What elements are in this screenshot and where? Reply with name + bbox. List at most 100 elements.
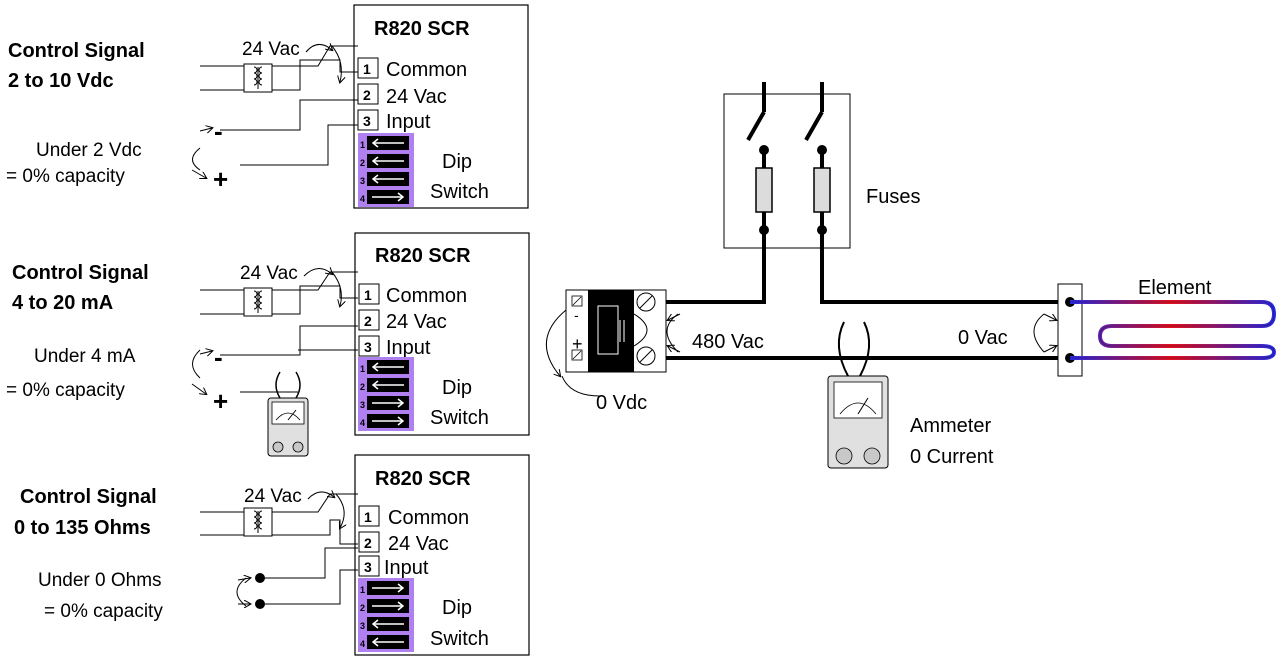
terminal-3-label: Input	[384, 557, 429, 579]
power-circuit: Fuses + - 0 Vdc	[546, 82, 1277, 469]
arrow-left-icon	[371, 380, 404, 390]
arrow-left-icon	[371, 362, 404, 372]
panel-2-10vdc: Control Signal 2 to 10 Vdc 24 Vac R820 S…	[6, 4, 529, 209]
terminal-2-label: 24 Vac	[386, 86, 447, 108]
svg-text:2: 2	[364, 535, 372, 551]
supply-label: 24 Vac	[244, 486, 302, 507]
under-label-line2: = 0% capacity	[44, 601, 163, 622]
dip-number: 3	[360, 176, 365, 186]
terminal-3-label: Input	[386, 337, 431, 359]
svg-text:3: 3	[363, 113, 371, 129]
terminal-1	[357, 57, 379, 79]
ammeter-label: Ammeter	[910, 415, 991, 437]
under-label-line1: Under 0 Ohms	[38, 570, 162, 591]
arrow-right-icon	[372, 416, 405, 426]
scr-module: + -	[565, 289, 667, 373]
supply-label: 24 Vac	[242, 39, 300, 60]
arrow-left-icon	[371, 637, 404, 647]
dip-label: Dip	[442, 151, 472, 173]
dip-label: Dip	[442, 597, 472, 619]
svg-text:2: 2	[364, 313, 372, 329]
fuse-icon	[755, 167, 773, 213]
signal-title-line2: 4 to 20 mA	[12, 292, 113, 314]
transformer	[243, 287, 273, 317]
arrow-right-icon	[372, 601, 405, 611]
dip-number: 3	[360, 621, 365, 631]
plus-sign: +	[213, 164, 228, 194]
signal-title-line2: 0 to 135 Ohms	[14, 517, 151, 539]
dip-label: Switch	[430, 628, 489, 650]
minus-sign: -	[214, 342, 223, 372]
terminal-3-label: Input	[386, 111, 431, 133]
dip-number: 1	[360, 585, 365, 595]
fuses-label: Fuses	[866, 186, 920, 208]
transformer	[243, 63, 273, 93]
dip-number: 4	[360, 418, 365, 428]
dip-number: 2	[360, 158, 365, 168]
arrow-left-icon	[371, 619, 404, 629]
dip-switch: 1 2 3 4	[358, 578, 414, 652]
terminal-2	[357, 83, 379, 105]
signal-title-line2: 2 to 10 Vdc	[8, 70, 114, 92]
fuse-box	[723, 93, 851, 249]
switch-leads	[746, 82, 824, 230]
arrow-right-icon	[372, 192, 405, 202]
svg-text:1: 1	[364, 287, 372, 303]
terminal-3	[358, 335, 380, 357]
terminal-dot	[255, 573, 265, 583]
terminal-3	[357, 109, 379, 131]
svg-text:3: 3	[364, 339, 372, 355]
volt-480-label: 480 Vac	[692, 331, 764, 353]
arrow-left-icon	[371, 156, 404, 166]
dip-number: 3	[360, 400, 365, 410]
under-label-line2: = 0% capacity	[6, 166, 125, 187]
under-label-line1: Under 2 Vdc	[36, 140, 142, 161]
arrow-left-icon	[371, 138, 404, 148]
dip-number: 2	[360, 603, 365, 613]
terminal-2-label: 24 Vac	[388, 533, 449, 555]
volt-0ac-label: 0 Vac	[958, 327, 1008, 349]
terminal-1-label: Common	[388, 507, 469, 529]
signal-wires	[200, 45, 358, 166]
svg-text:+: +	[572, 334, 583, 354]
terminal-1	[358, 283, 380, 305]
dip-label: Dip	[442, 377, 472, 399]
svg-text:2: 2	[363, 87, 371, 103]
scr-title: R820 SCR	[374, 18, 470, 40]
arrow-left-icon	[371, 174, 404, 184]
dip-number: 4	[360, 639, 365, 649]
supply-arrow	[305, 44, 332, 53]
signal-wires	[200, 271, 358, 393]
fuse-icon	[813, 167, 831, 213]
dip-label: Switch	[430, 181, 489, 203]
terminal-2	[358, 531, 380, 553]
minus-sign: -	[214, 116, 223, 146]
svg-text:1: 1	[363, 61, 371, 77]
svg-text:1: 1	[364, 509, 372, 525]
signal-title-line1: Control Signal	[12, 262, 149, 284]
terminal-1-label: Common	[386, 59, 467, 81]
terminal-2-label: 24 Vac	[386, 311, 447, 333]
panel-4-20ma: Control Signal 4 to 20 mA 24 Vac R820 SC…	[6, 232, 530, 457]
ammeter-reading: 0 Current	[910, 446, 994, 468]
volt-0dc-label: 0 Vdc	[596, 392, 647, 414]
supply-label: 24 Vac	[240, 263, 298, 284]
terminal-3	[358, 555, 380, 577]
ammeter-icon	[827, 321, 889, 469]
dip-number: 1	[360, 364, 365, 374]
arrow-right-icon	[372, 398, 405, 408]
element-label: Element	[1138, 277, 1212, 299]
scr-title: R820 SCR	[375, 468, 471, 490]
dip-number: 4	[360, 194, 365, 204]
terminal-dot	[255, 599, 265, 609]
terminal-1	[358, 505, 380, 527]
milliammeter-icon	[267, 371, 309, 457]
under-label-line2: = 0% capacity	[6, 380, 125, 401]
transformer	[243, 507, 273, 537]
panel-0-135ohms: Control Signal 0 to 135 Ohms 24 Vac R820…	[14, 454, 530, 656]
signal-title-line1: Control Signal	[8, 40, 145, 62]
svg-text:3: 3	[364, 559, 372, 575]
